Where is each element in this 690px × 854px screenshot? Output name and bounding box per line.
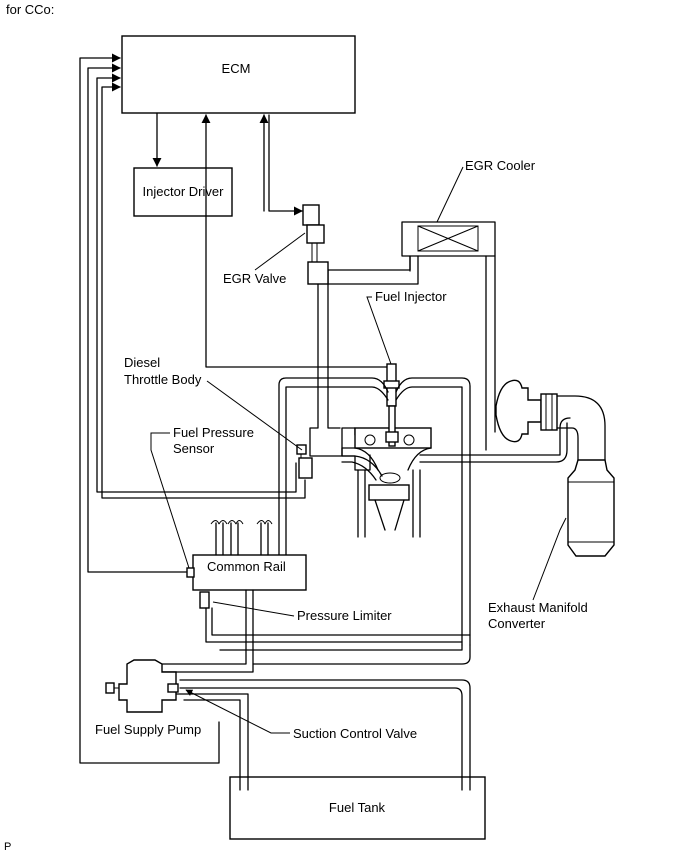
suction-control-valve-leader xyxy=(185,689,290,734)
turbocharger xyxy=(495,379,606,461)
egr-valve: EGR Valve xyxy=(223,204,329,286)
egr-valve-label: EGR Valve xyxy=(223,271,286,286)
egr-pipe-intake-side xyxy=(327,255,419,285)
fuel-pressure-sensor-leader xyxy=(150,432,190,569)
fuel-pressure-sensor-label-line2: Sensor xyxy=(173,441,215,456)
injector-signal-line xyxy=(201,114,391,368)
exhaust-manifold-converter-label-line1: Exhaust Manifold xyxy=(488,600,588,615)
suction-control-valve-label: Suction Control Valve xyxy=(293,726,417,741)
diesel-throttle-leader xyxy=(206,380,303,451)
egr-pipe-exhaust-side xyxy=(485,255,496,451)
ecm-label: ECM xyxy=(222,61,251,76)
pump-to-rail-line xyxy=(159,589,254,673)
throttle-signal-line-b xyxy=(101,82,306,499)
fuel-injector-leader xyxy=(366,296,392,365)
exhaust-manifold-converter-label-line2: Converter xyxy=(488,616,546,631)
fuel-supply-pump: Fuel Supply Pump xyxy=(95,659,201,737)
injector-fuel-line xyxy=(278,377,471,646)
fuel-injector: Fuel Injector xyxy=(366,289,447,447)
fuel-pressure-sensor-label-line1: Fuel Pressure xyxy=(173,425,254,440)
engine-block xyxy=(341,417,571,538)
ecm-box: ECM xyxy=(121,35,356,114)
egr-cooler: EGR Cooler xyxy=(401,158,536,272)
common-rail-label: Common Rail xyxy=(207,559,286,574)
common-rail: Common Rail Pressure Limiter xyxy=(186,520,471,643)
pressure-limiter-label: Pressure Limiter xyxy=(297,608,392,623)
exhaust-manifold-converter: Exhaust Manifold Converter xyxy=(488,459,615,631)
injector-driver-box: Injector Driver xyxy=(133,167,233,217)
diesel-label-line2: Throttle Body xyxy=(124,372,202,387)
exhaust-manifold-converter-leader xyxy=(532,517,567,601)
throttle-signal-line-a xyxy=(96,73,297,493)
page-title: for CCo: xyxy=(6,2,54,17)
tank-return-line xyxy=(179,679,471,791)
common-rail-sensor-line xyxy=(87,63,187,573)
egr-valve-signal-line-a xyxy=(268,114,303,216)
pump-suction-line xyxy=(175,693,249,791)
fuel-tank-label: Fuel Tank xyxy=(329,800,386,815)
intake-pipe xyxy=(309,283,356,457)
fuel-supply-pump-label: Fuel Supply Pump xyxy=(95,722,201,737)
egr-valve-leader xyxy=(254,232,306,271)
egr-cooler-label: EGR Cooler xyxy=(465,158,536,173)
diesel-label-line1: Diesel xyxy=(124,355,160,370)
fuel-injector-label: Fuel Injector xyxy=(375,289,447,304)
suction-valve-signal-line xyxy=(79,53,220,764)
page-mark: P xyxy=(4,841,11,853)
return-line-right xyxy=(219,644,471,665)
injector-driver-label: Injector Driver xyxy=(143,184,225,199)
egr-cooler-leader xyxy=(436,166,464,223)
diesel-throttle-body: Diesel Throttle Body xyxy=(124,355,313,479)
fuel-tank: Fuel Tank xyxy=(229,776,486,840)
